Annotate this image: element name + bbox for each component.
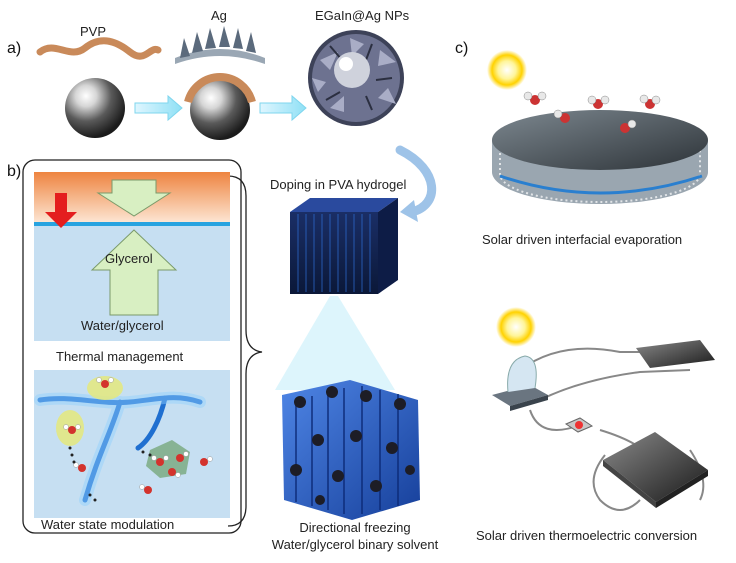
thermal-management-caption: Thermal management	[56, 349, 184, 364]
egain-droplet-icon	[65, 78, 125, 138]
evaporator-device-icon	[492, 355, 548, 411]
panel-b-frame	[22, 159, 242, 534]
polymer-chain-icon	[37, 395, 203, 503]
thermoelectric-plate-icon	[603, 432, 708, 508]
egain-ag-nanoparticle-icon	[308, 30, 404, 126]
doped-hydrogel-cube-icon	[290, 198, 398, 294]
porous-hydrogel-icon	[282, 380, 420, 520]
sun-icon-top	[487, 50, 527, 90]
nps-label: EGaIn@Ag NPs	[315, 8, 410, 23]
panel-c-letter: c)	[455, 40, 469, 57]
curly-brace-icon	[227, 175, 263, 527]
pvp-chain-icon	[36, 37, 162, 60]
pvp-coated-droplet-icon	[190, 80, 250, 140]
evaporation-caption: Solar driven interfacial evaporation	[482, 232, 683, 247]
heat-down-arrow-icon	[96, 179, 172, 217]
freezing-line-2: Water/glycerol binary solvent	[271, 537, 439, 552]
ag-label: Ag	[211, 8, 227, 23]
red-heat-arrow-icon	[45, 193, 77, 228]
solvent-label: Water/glycerol	[81, 318, 164, 333]
pvp-label: PVP	[80, 24, 107, 39]
water-molecule-icons	[63, 377, 213, 494]
red-module-icon	[564, 417, 594, 433]
solar-plate-icon	[636, 340, 715, 368]
process-arrow-1-icon	[134, 94, 183, 122]
doping-label: Doping in PVA hydrogel	[270, 177, 407, 192]
water-state-caption: Water state modulation	[41, 517, 175, 532]
panel-a-letter: a)	[7, 40, 22, 57]
glycerol-up-arrow-icon	[90, 229, 178, 316]
evaporation-disk-icon	[492, 110, 708, 204]
ag-shell-icon	[175, 26, 265, 64]
vapor-molecules-icon	[523, 91, 661, 133]
doping-arrow-icon	[395, 145, 437, 217]
glycerol-label: Glycerol	[105, 251, 153, 266]
panel-b-letter: b)	[7, 163, 22, 180]
zoom-cone-icon	[275, 296, 395, 390]
thermoelectric-caption: Solar driven thermoelectric conversion	[476, 528, 698, 543]
freezing-line-1: Directional freezing	[299, 520, 411, 535]
sun-icon-bottom	[496, 307, 536, 347]
process-arrow-2-icon	[259, 94, 307, 122]
